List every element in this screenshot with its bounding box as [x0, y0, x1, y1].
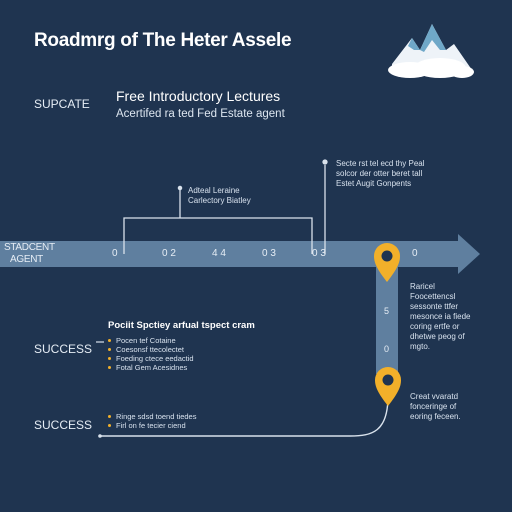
stage-label-line: STADCENT [4, 242, 55, 253]
success-connector [100, 395, 389, 437]
callout-line: dhetwe peog of [410, 332, 465, 341]
callout-line: Adteal Leraine [188, 186, 240, 195]
list-item: Firl on fe tecier ciend [108, 421, 196, 430]
callout-line: Estet Augit Gonpents [336, 179, 412, 188]
list-item: Fotal Gem Acesidnes [108, 363, 255, 372]
timeline-tick: 0 [112, 248, 118, 259]
path-tick: 0 [384, 344, 390, 354]
final-block-list: Ringe sdsd toend tiedes Firl on fe tecie… [108, 412, 196, 430]
timeline-arrow [0, 234, 480, 274]
timeline-tick: 0 3 [262, 248, 276, 259]
list-item: Foeding ctece eedactid [108, 354, 255, 363]
prep-block-heading: Pociit Spctiey arfual tspect cram [108, 320, 255, 331]
timeline-tick: 0 2 [162, 248, 176, 259]
vertical-path [376, 262, 398, 374]
final-block: Ringe sdsd toend tiedes Firl on fe tecie… [108, 412, 196, 430]
callout-line: eoring feceen. [410, 412, 461, 421]
row-label-success: SUCCESS [34, 418, 93, 432]
callout-line: coring ertfe or [410, 322, 460, 331]
stage-label-line: AGENT [10, 254, 43, 265]
callout-top-left: Adteal Leraine Carlectory Biatley [188, 186, 251, 206]
bracket-lines [123, 159, 328, 254]
callout-line: mesonce ia fiede [410, 312, 471, 321]
path-tick: 5 [384, 306, 390, 316]
row-label-stage-agent: STADCENT AGENT [4, 242, 55, 266]
callout-line: fonceringe of [410, 402, 457, 411]
mountain-icon [388, 24, 474, 78]
map-pin-icon [374, 243, 400, 282]
prep-block: Pociit Spctiey arfual tspect cram Pocen … [108, 320, 255, 372]
callout-line: Foocettencsl [410, 292, 456, 301]
timeline-tick: 0 [412, 248, 418, 259]
intro-subheading: Acertifed ra ted Fed Estate agent [116, 108, 285, 120]
row-label-supcate: SUPCATE [34, 97, 90, 111]
intro-heading: Free Introductory Lectures [116, 88, 281, 104]
list-item: Pocen tef Cotaine [108, 336, 255, 345]
callout-right-middle: Raricel Foocettencsl sessonte ttfer meso… [410, 282, 470, 352]
row-label-success: SUCCESS [34, 342, 93, 356]
callout-line: Raricel [410, 282, 435, 291]
map-pin-icon [375, 367, 401, 406]
callout-line: Secte rst tel ecd thy Peal [336, 159, 425, 168]
callout-right-bottom: Creat vvaratd fonceringe of eoring fecee… [410, 392, 461, 422]
callout-line: Creat vvaratd [410, 392, 459, 401]
callout-top-right: Secte rst tel ecd thy Peal solcor der ot… [336, 159, 425, 189]
page-title: Roadmrg of The Heter Assele [34, 30, 292, 51]
list-item: Coesonsf ttecolectet [108, 345, 255, 354]
callout-line: solcor der otter beret tall [336, 169, 423, 178]
callout-line: Carlectory Biatley [188, 196, 251, 205]
prep-block-list: Pocen tef Cotaine Coesonsf ttecolectet F… [108, 336, 255, 372]
list-item: Ringe sdsd toend tiedes [108, 412, 196, 421]
callout-line: sessonte ttfer [410, 302, 459, 311]
timeline-tick: 0 3 [312, 248, 326, 259]
timeline-tick: 4 4 [212, 248, 226, 259]
callout-line: mgto. [410, 342, 431, 351]
